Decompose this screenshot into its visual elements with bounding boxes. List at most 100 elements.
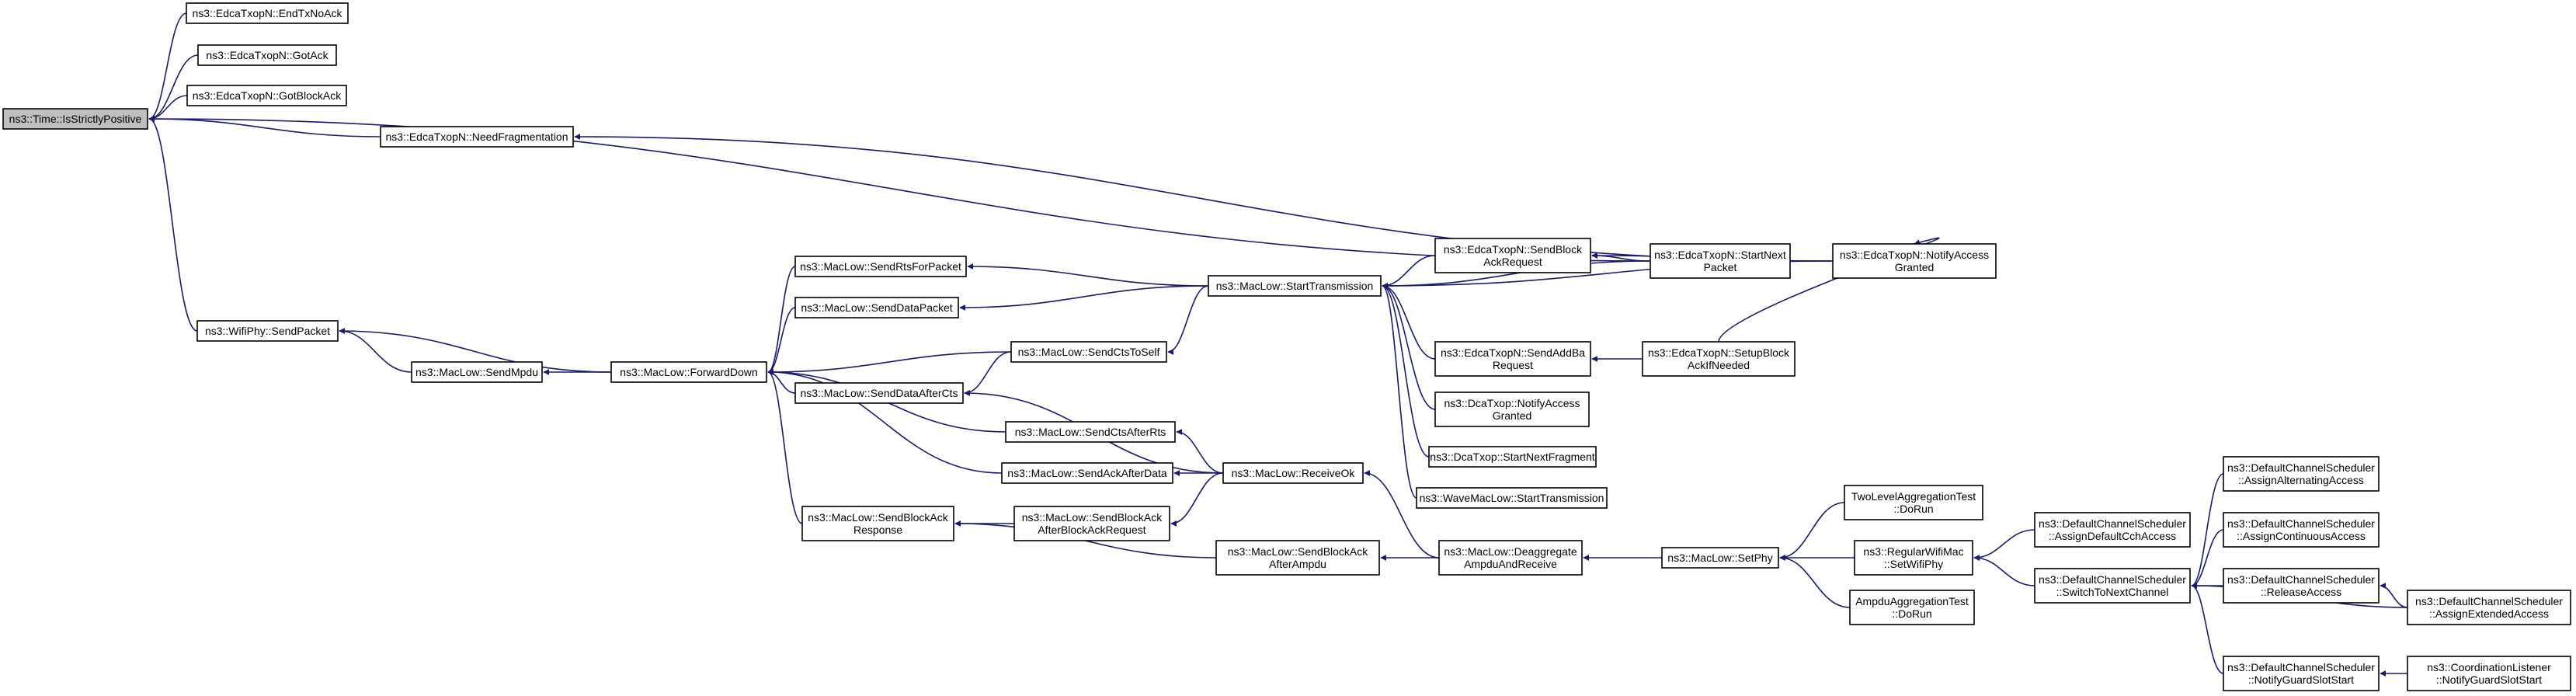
function-node[interactable]: ns3::WifiPhy::SendPacket (196, 320, 339, 342)
call-edge (2380, 583, 2408, 608)
function-node-label: ::DoRun (1893, 503, 1933, 515)
function-node-label: Response (853, 524, 902, 536)
function-node-box (1416, 487, 1608, 509)
function-node-box (1222, 462, 1364, 484)
function-node[interactable]: ns3::MacLow::SendDataAfterCts (794, 382, 964, 404)
function-node-box (2223, 656, 2380, 691)
function-node-box (1650, 243, 1791, 279)
function-node[interactable]: ns3::DefaultChannelScheduler::ReleaseAcc… (2223, 568, 2380, 604)
function-node-label: ns3::DefaultChannelScheduler (2039, 517, 2186, 530)
function-node-label: ::AssignContinuousAccess (2237, 530, 2366, 542)
function-node-label: ns3::WifiPhy::SendPacket (205, 325, 330, 337)
function-node-label: ns3::DefaultChannelScheduler (2415, 595, 2563, 607)
function-node-label: ns3::MacLow::StartTransmission (1216, 280, 1374, 292)
function-node[interactable]: ns3::MacLow::SendAckAfterData (1001, 462, 1173, 484)
function-node[interactable]: ns3::MacLow::SendCtsToSelf (1010, 341, 1167, 363)
function-node-box (794, 256, 967, 277)
call-edge (1382, 260, 1651, 289)
function-node[interactable]: ns3::EdcaTxopN::GotAck (197, 44, 337, 66)
function-node[interactable]: ns3::CoordinationListener::NotifyGuardSl… (2407, 656, 2571, 691)
function-node-label: ns3::EdcaTxopN::SetupBlock (1648, 346, 1790, 359)
function-node[interactable]: ns3::DefaultChannelScheduler::AssignDefa… (2034, 512, 2191, 548)
function-node-box (411, 361, 543, 383)
function-node-label: AckRequest (1483, 256, 1542, 268)
call-edge (1176, 429, 1224, 474)
call-edge (2191, 529, 2224, 589)
function-node[interactable]: ns3::MacLow::ReceiveOk (1222, 462, 1364, 484)
call-edge (1382, 283, 1436, 410)
function-node-label: ns3::Time::IsStrictlyPositive (9, 113, 142, 125)
function-node[interactable]: ns3::EdcaTxopN::NeedFragmentation (380, 126, 574, 148)
function-node-box (1844, 485, 1983, 520)
function-node[interactable]: ns3::RegularWifiMac::SetWifiPhy (1854, 540, 1973, 576)
function-node[interactable]: ns3::WaveMacLow::StartTransmission (1416, 487, 1608, 509)
function-node-label: ::DoRun (1892, 607, 1931, 620)
function-node[interactable]: ns3::EdcaTxopN::GotBlockAck (186, 85, 347, 106)
function-node[interactable]: ns3::DefaultChannelScheduler::NotifyGuar… (2223, 656, 2380, 691)
function-node-label: Request (1493, 359, 1533, 371)
function-node[interactable]: ns3::DefaultChannelScheduler::AssignCont… (2223, 512, 2380, 548)
function-node[interactable]: ns3::DefaultChannelScheduler::SwitchToNe… (2034, 568, 2191, 604)
function-node-box (610, 361, 767, 383)
function-node-box (1642, 341, 1796, 377)
function-node-box (794, 382, 964, 404)
function-node-box (186, 85, 347, 106)
call-edge (1779, 502, 1845, 561)
function-node-box (1854, 540, 1973, 576)
call-edge (1779, 555, 1851, 608)
function-node-box (1661, 547, 1779, 569)
call-edge (1973, 529, 2035, 561)
function-node-box (2407, 590, 2571, 625)
function-node[interactable]: ns3::MacLow::SendMpdu (411, 361, 543, 383)
call-edge (148, 12, 187, 122)
function-node[interactable]: ns3::MacLow::SendCtsAfterRts (1005, 421, 1176, 443)
function-node[interactable]: TwoLevelAggregationTest::DoRun (1844, 485, 1983, 520)
function-node[interactable]: ns3::DcaTxop::StartNextFragment (1428, 446, 1597, 468)
function-node[interactable]: ns3::DefaultChannelScheduler::AssignExte… (2407, 590, 2571, 625)
call-edge (1382, 283, 1436, 360)
function-node-box (1438, 540, 1583, 576)
call-edge (148, 116, 1651, 262)
function-node-box (196, 320, 339, 342)
function-node[interactable]: ns3::EdcaTxopN::EndTxNoAck (186, 2, 349, 24)
function-node-label: ns3::MacLow::SendBlockAck (1228, 545, 1369, 558)
function-node[interactable]: ns3::MacLow::SendDataPacket (794, 297, 959, 318)
function-node-label: ns3::DefaultChannelScheduler (2227, 461, 2375, 474)
function-node[interactable]: ns3::MacLow::StartTransmission (1208, 275, 1382, 297)
call-edge (1382, 283, 1417, 499)
function-node[interactable]: ns3::DefaultChannelScheduler::AssignAlte… (2223, 456, 2380, 492)
function-node-box (2223, 512, 2380, 548)
function-node[interactable]: ns3::MacLow::ForwardDown (610, 361, 767, 383)
function-node-label: ns3::MacLow::SendBlockAck (808, 511, 949, 524)
function-node-label: ns3::EdcaTxopN::NotifyAccess (1840, 249, 1989, 261)
call-edge (2191, 473, 2224, 589)
function-node[interactable]: ns3::Time::IsStrictlyPositive (2, 108, 148, 130)
function-node-label: AfterBlockAckRequest (1038, 524, 1145, 536)
function-node-label: ns3::MacLow::SendBlockAck (1022, 511, 1163, 524)
function-node-label: ns3::MacLow::SendCtsToSelf (1018, 346, 1160, 358)
function-node[interactable]: AmpduAggregationTest::DoRun (1849, 590, 1975, 625)
function-node-label: ::AssignDefaultCchAccess (2049, 530, 2176, 542)
function-node[interactable]: ns3::MacLow::SendRtsForPacket (794, 256, 967, 277)
function-node-label: ns3::EdcaTxopN::GotAck (206, 49, 329, 61)
function-node-label: ns3::MacLow::SendRtsForPacket (800, 260, 961, 273)
function-node-label: ns3::DefaultChannelScheduler (2227, 517, 2375, 530)
function-node-box (1832, 243, 1997, 279)
function-node[interactable]: ns3::MacLow::SetPhy (1661, 547, 1779, 569)
call-edge (964, 351, 1012, 396)
function-node[interactable]: ns3::MacLow::SendBlockAckAfterBlockAckRe… (1013, 506, 1170, 541)
function-node-label: AmpduAndReceive (1464, 558, 1557, 570)
function-node-label: ::ReleaseAccess (2261, 586, 2341, 598)
function-node-label: ns3::MacLow::SetPhy (1667, 552, 1772, 564)
function-node-box (1434, 392, 1590, 427)
